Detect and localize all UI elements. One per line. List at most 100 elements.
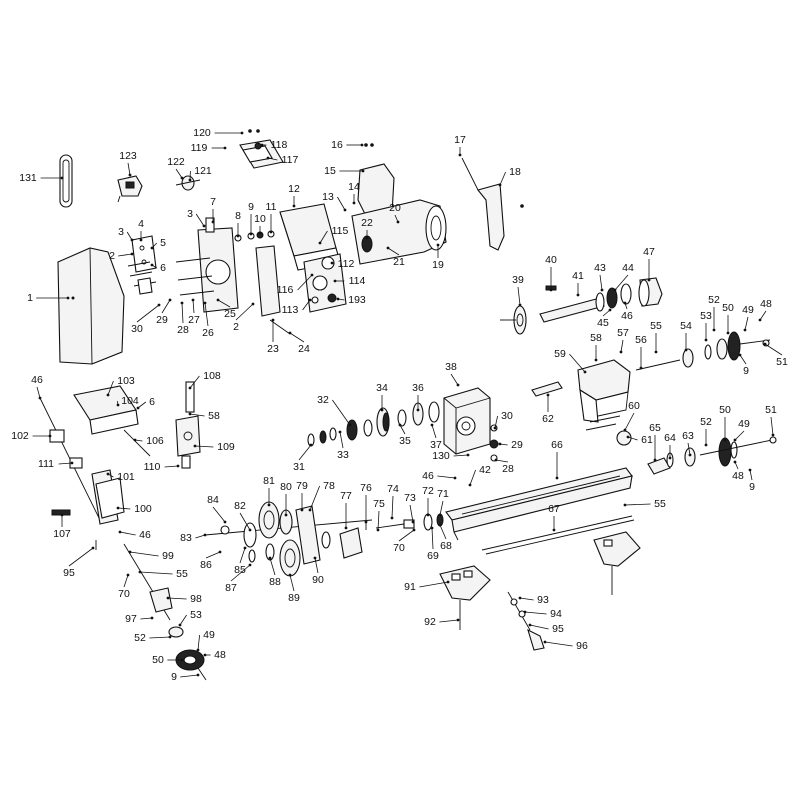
leader-line bbox=[235, 303, 254, 321]
leader-dot bbox=[202, 224, 206, 228]
headstock-cover bbox=[57, 247, 125, 365]
part-number-label: 117 bbox=[282, 154, 299, 166]
part-number-label: 96 bbox=[576, 640, 588, 652]
leader-line bbox=[239, 547, 246, 564]
leader-dot bbox=[518, 596, 522, 600]
part-number-label: 130 bbox=[432, 450, 450, 462]
leader-dot bbox=[380, 408, 384, 412]
leader-line bbox=[195, 213, 205, 227]
part-number-label: 46 bbox=[139, 529, 151, 541]
part-number-label: 12 bbox=[288, 183, 300, 195]
leader-dot bbox=[284, 513, 288, 517]
leader-dot bbox=[106, 393, 110, 397]
part-number-label: 21 bbox=[393, 256, 405, 268]
leader-dot bbox=[266, 156, 270, 160]
leader-line bbox=[409, 504, 414, 523]
leader-dot bbox=[139, 238, 143, 242]
leader-dot bbox=[150, 616, 154, 620]
leader-dot bbox=[128, 550, 132, 554]
leader-dot bbox=[48, 434, 52, 438]
leader-line bbox=[494, 415, 498, 429]
part-number-label: 28 bbox=[502, 463, 514, 475]
part-number-label: 64 bbox=[664, 432, 676, 444]
leader-line bbox=[302, 299, 311, 311]
leader-line bbox=[544, 641, 573, 647]
part-number-label: 39 bbox=[512, 274, 524, 286]
leader-line bbox=[399, 424, 406, 435]
leader-dot bbox=[688, 453, 692, 457]
banjo-handwheel bbox=[647, 436, 777, 475]
part-number-label: 93 bbox=[537, 594, 549, 606]
leader-line bbox=[624, 412, 635, 431]
leader-line bbox=[126, 231, 133, 241]
leader-dot bbox=[763, 342, 767, 346]
part-number-label: 25 bbox=[224, 308, 236, 320]
lock-handle bbox=[507, 591, 545, 651]
leader-dot bbox=[248, 528, 252, 532]
leader-dot bbox=[130, 252, 134, 256]
part-number-label: 58 bbox=[208, 410, 220, 422]
leader-dot bbox=[738, 353, 742, 357]
leader-line bbox=[68, 547, 94, 567]
part-number-label: 97 bbox=[125, 613, 137, 625]
leader-dot bbox=[236, 234, 240, 238]
index-plunger bbox=[489, 424, 499, 462]
leader-dot bbox=[498, 183, 502, 187]
leader-dot bbox=[330, 261, 334, 265]
leader-dot bbox=[150, 263, 154, 267]
part-drawings bbox=[39, 129, 777, 681]
part-number-label: 60 bbox=[628, 400, 640, 412]
part-number-label: 53 bbox=[700, 310, 712, 322]
part-number-label: 100 bbox=[134, 503, 152, 515]
part-number-label: 99 bbox=[162, 550, 174, 562]
leader-dot bbox=[619, 350, 623, 354]
part-number-label: 74 bbox=[387, 483, 399, 495]
leader-line bbox=[197, 634, 200, 651]
leader-dot bbox=[549, 288, 553, 292]
part-number-label: 5 bbox=[160, 237, 166, 249]
leader-dot bbox=[456, 618, 460, 622]
part-number-label: 78 bbox=[323, 480, 335, 492]
leader-dot bbox=[288, 573, 292, 577]
leader-line bbox=[230, 564, 251, 582]
leader-dot bbox=[308, 508, 312, 512]
part-number-label: 3 bbox=[118, 226, 124, 238]
leader-line bbox=[179, 614, 187, 626]
part-number-label: 56 bbox=[635, 334, 647, 346]
part-number-label: 6 bbox=[149, 396, 155, 408]
part-number-label: 58 bbox=[590, 332, 602, 344]
part-number-label: 50 bbox=[719, 404, 731, 416]
part-number-label: 11 bbox=[266, 201, 277, 213]
leader-line bbox=[298, 444, 312, 461]
tailstock-handwheel bbox=[635, 331, 771, 371]
leader-dot bbox=[157, 303, 161, 307]
leader-line bbox=[759, 310, 767, 321]
part-number-label: 55 bbox=[176, 568, 188, 580]
part-number-label: 86 bbox=[200, 559, 212, 571]
part-number-label: 29 bbox=[156, 314, 168, 326]
leader-dot bbox=[188, 178, 192, 182]
part-number-label: 193 bbox=[348, 294, 366, 306]
leader-dot bbox=[178, 623, 182, 627]
leader-dot bbox=[654, 350, 658, 354]
leader-line bbox=[161, 299, 171, 314]
leader-dot bbox=[468, 483, 472, 487]
leader-line bbox=[495, 459, 509, 463]
leader-dot bbox=[333, 279, 337, 283]
part-number-label: 9 bbox=[749, 481, 755, 493]
part-number-label: 46 bbox=[621, 310, 633, 322]
part-number-label: 81 bbox=[263, 475, 275, 487]
part-number-label: 48 bbox=[214, 649, 226, 661]
leader-dot bbox=[126, 573, 130, 577]
part-number-label: 53 bbox=[190, 609, 202, 621]
part-number-label: 50 bbox=[152, 654, 164, 666]
leader-dot bbox=[271, 318, 275, 322]
part-number-label: 102 bbox=[11, 430, 29, 442]
part-number-label: 36 bbox=[412, 382, 424, 394]
part-number-label: 44 bbox=[622, 262, 634, 274]
leader-dot bbox=[426, 513, 430, 517]
part-number-label: 89 bbox=[288, 592, 300, 604]
leader-line bbox=[36, 386, 41, 399]
drive-belt bbox=[59, 154, 73, 208]
